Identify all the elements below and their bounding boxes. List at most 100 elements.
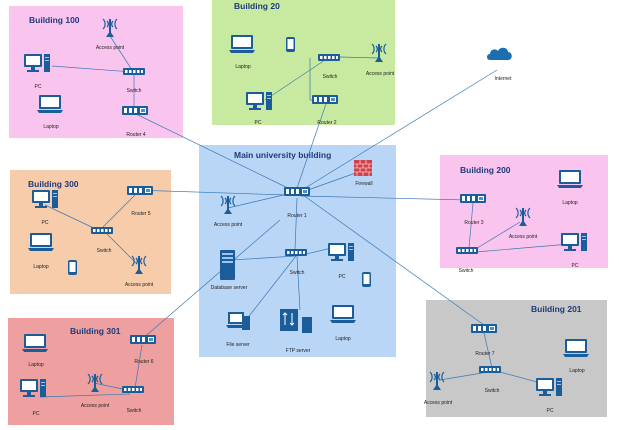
router-icon: [284, 187, 310, 196]
link: [468, 202, 474, 249]
device-label: Router 7: [475, 351, 495, 357]
link: [296, 255, 301, 311]
device-label: Router 1: [287, 213, 307, 219]
link: [109, 35, 133, 71]
link: [231, 255, 297, 261]
device-label: Router 2: [317, 120, 337, 126]
router-icon: [471, 324, 497, 333]
link: [264, 57, 329, 101]
device-label: Router 5: [131, 211, 151, 217]
link: [101, 194, 136, 229]
zone-building-100: Building 100: [9, 6, 183, 138]
ftp-server-icon: [280, 309, 312, 333]
access-point-icon: [371, 43, 387, 63]
router-icon: [122, 106, 148, 115]
link: [134, 344, 143, 389]
device-label: Switch: [484, 388, 500, 394]
switch-icon: [456, 247, 478, 254]
laptop-icon: [330, 305, 356, 323]
link: [296, 103, 327, 189]
device-label: Laptop: [43, 124, 59, 130]
access-point-icon: [131, 255, 147, 275]
link: [473, 221, 521, 251]
link: [140, 219, 281, 341]
device-label: Switch: [289, 270, 305, 276]
switch-icon: [285, 249, 307, 256]
device-label: Switch: [322, 74, 338, 80]
switch-icon: [122, 386, 144, 393]
link: [302, 194, 485, 326]
router-icon: [127, 186, 153, 195]
device-label: Switch: [126, 408, 142, 414]
link: [51, 65, 133, 73]
device-label: Access point: [95, 45, 125, 51]
access-point-icon: [87, 373, 103, 393]
device-label: FTP server: [285, 348, 311, 354]
link: [483, 332, 493, 369]
firewall-icon: [354, 160, 372, 176]
device-label: Switch: [126, 88, 142, 94]
zone-title: Building 20: [234, 1, 280, 11]
pc-icon: [536, 378, 562, 396]
switch-icon: [91, 227, 113, 234]
link: [133, 189, 288, 196]
device-label: PC: [32, 411, 40, 417]
link: [301, 69, 498, 191]
file-server-icon: [226, 312, 250, 330]
device-label: Laptop: [569, 368, 585, 374]
device-label: Laptop: [33, 264, 49, 270]
router-icon: [130, 335, 156, 344]
device-label: Access point: [80, 403, 110, 409]
laptop-icon: [37, 95, 63, 113]
zone-building-20: Building 20: [212, 0, 395, 125]
zone-title: Building 200: [460, 165, 511, 175]
device-label: PC: [571, 263, 579, 269]
link: [439, 371, 489, 381]
device-label: PC: [338, 274, 346, 280]
device-label: Switch: [458, 268, 474, 274]
device-label: Laptop: [335, 336, 351, 342]
link: [105, 232, 137, 264]
laptop-icon: [28, 233, 54, 251]
device-label: Router 6: [134, 359, 154, 365]
link: [475, 243, 571, 253]
link: [300, 195, 469, 201]
device-label: Firewall: [355, 181, 373, 187]
link: [245, 255, 297, 321]
device-label: Switch: [96, 248, 112, 254]
device-label: File server: [226, 342, 250, 348]
device-label: PC: [41, 220, 49, 226]
access-point-icon: [102, 18, 118, 38]
cloud-icon: [487, 47, 512, 60]
phone-icon: [286, 37, 295, 52]
zone-title: Main university building: [234, 150, 332, 160]
device-label: Router 4: [126, 132, 146, 138]
device-label: PC: [254, 120, 262, 126]
device-label: Access point: [124, 282, 154, 288]
pc-icon: [561, 233, 587, 251]
zone-building-201: Building 201: [426, 300, 607, 417]
router-icon: [460, 194, 486, 203]
pc-icon: [246, 92, 272, 110]
access-point-icon: [220, 195, 236, 215]
switch-icon: [318, 54, 340, 61]
laptop-icon: [557, 170, 583, 188]
switch-icon: [123, 68, 145, 75]
access-point-icon: [515, 207, 531, 227]
device-label: Access point: [365, 71, 395, 77]
link: [339, 56, 379, 59]
device-label: Internet: [494, 76, 512, 82]
device-label: Access point: [213, 222, 243, 228]
laptop-icon: [229, 35, 255, 53]
laptop-icon: [563, 339, 589, 357]
link: [39, 393, 131, 398]
router-icon: [312, 95, 338, 104]
pc-icon: [24, 54, 50, 72]
laptop-icon: [22, 334, 48, 352]
device-label: Access point: [508, 234, 538, 240]
device-label: Access point: [423, 400, 453, 406]
device-label: Laptop: [235, 64, 251, 70]
zone-title: Building 100: [29, 15, 80, 25]
